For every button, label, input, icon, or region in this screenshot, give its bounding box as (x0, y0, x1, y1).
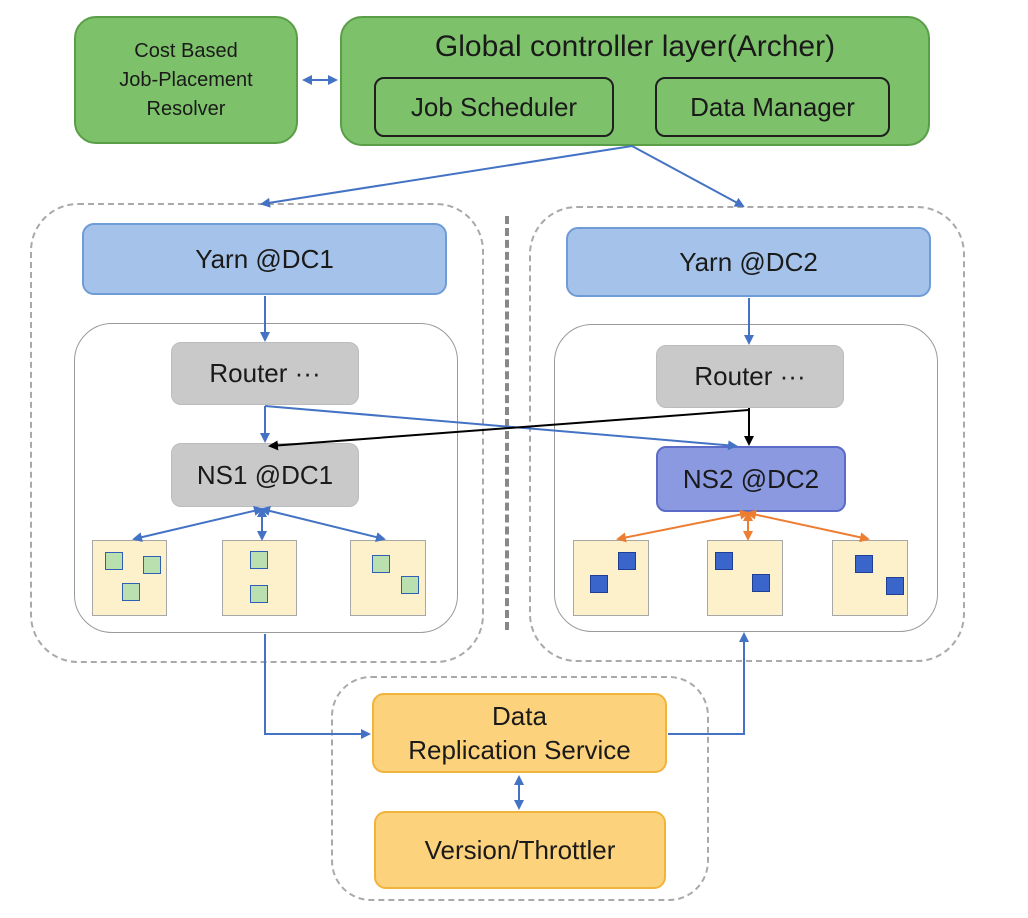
data-manager-label: Data Manager (690, 91, 855, 122)
edge-router-dc1-ns2 (264, 405, 738, 451)
dc2-datanode-1 (573, 540, 649, 616)
block-icon (372, 555, 390, 573)
block-icon (590, 575, 608, 593)
edge-ns1-datanode-3 (260, 506, 386, 542)
router-dc1-box: Router ··· (171, 342, 359, 405)
resolver-line-2: Job-Placement (119, 68, 253, 91)
edge-global-yarn-dc2 (631, 145, 745, 207)
ns1-dc1-label: NS1 @DC1 (196, 459, 334, 490)
job-scheduler-box: Job Scheduler (374, 77, 614, 137)
yarn-dc2-box: Yarn @DC2 (566, 227, 931, 297)
data-replication-service-box: Data Replication Service (372, 693, 667, 773)
edge-global-yarn-dc1 (260, 145, 633, 208)
edge-dc1-replication (264, 634, 371, 739)
replication-group-outline (331, 676, 709, 901)
replication-line-1: Data (492, 701, 547, 731)
block-icon (715, 552, 733, 570)
block-icon (618, 552, 636, 570)
data-manager-box: Data Manager (655, 77, 890, 137)
router-dc1-label: Router ··· (209, 358, 321, 388)
ns1-dc1-box: NS1 @DC1 (171, 443, 359, 507)
edge-ns1-datanode-1 (132, 505, 264, 543)
ns2-dc2-label: NS2 @DC2 (682, 463, 820, 494)
job-scheduler-label: Job Scheduler (410, 91, 578, 122)
block-icon (886, 577, 904, 595)
block-icon (122, 583, 140, 601)
global-controller-title: Global controller layer(Archer) (434, 30, 836, 63)
dc1-group-outline (30, 203, 484, 663)
block-icon (855, 555, 873, 573)
dc2-cluster-outline (554, 324, 938, 632)
edge-ns2-datanode-3 (746, 509, 870, 543)
version-throttler-box: Version/Throttler (374, 811, 666, 889)
block-icon (752, 574, 770, 592)
router-dc2-label: Router ··· (694, 361, 806, 391)
block-icon (401, 576, 419, 594)
dc-divider (505, 216, 509, 630)
yarn-dc1-box: Yarn @DC1 (82, 223, 447, 295)
resolver-line-3: Resolver (146, 97, 226, 120)
replication-line-2: Replication Service (408, 735, 631, 765)
dc1-datanode-1 (92, 540, 167, 616)
block-icon (143, 556, 161, 574)
yarn-dc2-label: Yarn @DC2 (679, 246, 818, 277)
version-throttler-label: Version/Throttler (424, 834, 616, 865)
yarn-dc1-label: Yarn @DC1 (195, 243, 334, 274)
block-icon (250, 585, 268, 603)
cost-based-resolver-box: Cost Based Job-Placement Resolver (74, 16, 298, 144)
edge-replication-dc2 (668, 632, 749, 735)
block-icon (250, 551, 268, 569)
resolver-line-1: Cost Based (134, 39, 238, 62)
block-icon (105, 552, 123, 570)
router-dc2-box: Router ··· (656, 345, 844, 408)
edge-ns2-datanode-1 (616, 509, 750, 543)
dc2-datanode-3 (832, 540, 908, 616)
dc2-datanode-2 (707, 540, 783, 616)
dc1-datanode-3 (350, 540, 426, 616)
dc2-group-outline (529, 206, 965, 662)
ns2-dc2-box: NS2 @DC2 (656, 446, 846, 512)
